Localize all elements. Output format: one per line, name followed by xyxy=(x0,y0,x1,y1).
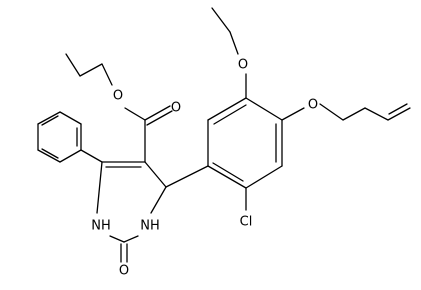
allyloxy-group xyxy=(281,103,411,121)
n1-label: NH xyxy=(91,219,111,234)
ethoxy-group xyxy=(211,7,247,99)
ester-carbonyl-oxygen-label: O xyxy=(171,101,181,116)
urea-oxygen-label: O xyxy=(119,264,129,279)
pyrimidine-ring xyxy=(96,161,167,263)
ethoxy-oxygen-label: O xyxy=(238,58,248,73)
ester-link-oxygen-label: O xyxy=(113,89,123,104)
ethyl-ester-group xyxy=(65,53,173,163)
phenyl-ring xyxy=(37,111,82,163)
n3-label: NH xyxy=(140,219,160,234)
chlorine-label: Cl xyxy=(240,215,253,230)
aryl-ring xyxy=(165,97,283,189)
phenyl-c6-bond xyxy=(80,149,103,163)
allyloxy-oxygen-label: O xyxy=(308,98,318,113)
